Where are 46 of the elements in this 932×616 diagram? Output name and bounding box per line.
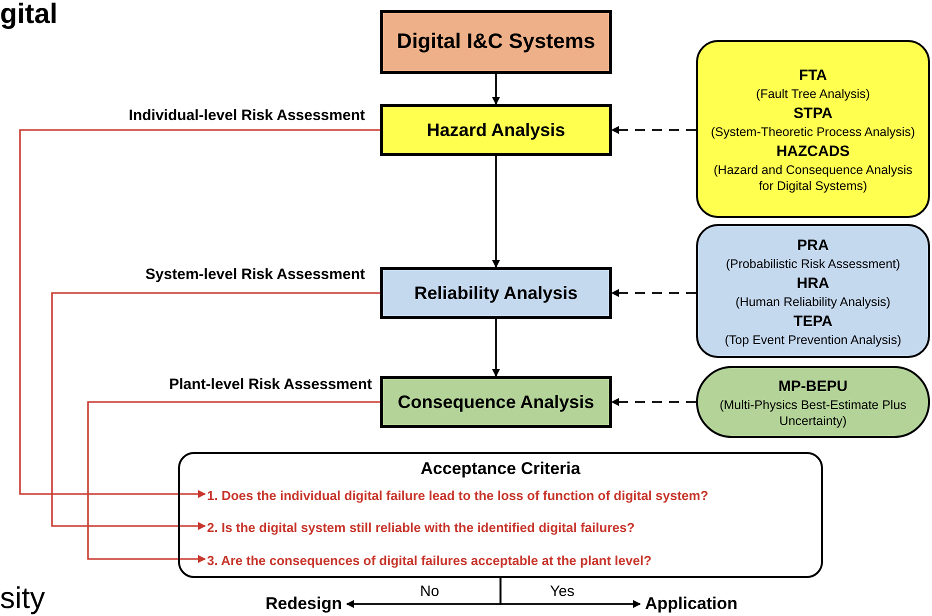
- cut-off-text: sity: [0, 584, 45, 614]
- dashed-arrow: [611, 398, 696, 406]
- level-label: System-level Risk Assessment: [144, 265, 365, 285]
- method-description: (System-Theoretic Process Analysis): [710, 124, 916, 140]
- method-acronym: PRA: [797, 236, 829, 256]
- criterion-question: 1. Does the individual digital failure lead to the loss of function of digital system?: [207, 488, 708, 504]
- method-acronym: HAZCADS: [776, 142, 850, 162]
- arrow: [51, 292, 380, 530]
- box-label: Consequence Analysis: [398, 390, 594, 414]
- dashed-arrow: [611, 289, 696, 297]
- box-heading: Acceptance Criteria: [420, 458, 580, 480]
- method-description: (Top Event Prevention Analysis): [724, 332, 902, 348]
- level-label: Individual-level Risk Assessment: [128, 106, 365, 126]
- box-label: Hazard Analysis: [426, 118, 566, 142]
- arrow: [87, 401, 380, 563]
- process-box: [380, 267, 612, 319]
- method-panel: [696, 40, 930, 218]
- process-box: [380, 376, 612, 428]
- arrow: [492, 319, 500, 377]
- method-panel: [696, 224, 930, 358]
- method-description: (Fault Tree Analysis): [756, 86, 870, 102]
- process-box: [380, 104, 612, 156]
- outcome-label: Redesign: [265, 593, 342, 615]
- criteria-box: [178, 452, 823, 578]
- method-acronym: FTA: [798, 66, 828, 86]
- method-description: (Multi-Physics Best-Estimate Plus Uncertainty): [718, 397, 908, 429]
- method-description: (Hazard and Consequence Analysis for Digital Systems): [712, 162, 914, 194]
- criterion-question: 3. Are the consequences of digital failures acceptable at the plant level?: [207, 552, 652, 570]
- method-description: (Human Reliability Analysis): [736, 294, 890, 310]
- method-acronym: STPA: [794, 104, 832, 124]
- criterion-question: 2. Is the digital system still reliable with the identified digital failures?: [207, 520, 635, 536]
- process-box: [380, 10, 612, 74]
- arrow: [500, 578, 641, 608]
- dashed-arrow: [611, 126, 696, 134]
- method-acronym: HRA: [796, 274, 830, 294]
- cut-off-text: gital: [0, 0, 58, 28]
- method-acronym: MP-BEPU: [778, 377, 848, 397]
- box-label: Reliability Analysis: [414, 282, 578, 304]
- method-acronym: TEPA: [794, 312, 832, 332]
- box-label: Digital I&C Systems: [396, 28, 596, 55]
- arrow: [492, 74, 500, 105]
- level-label: Plant-level Risk Assessment: [168, 375, 372, 395]
- arrow: [492, 156, 500, 268]
- method-description: (Probabilistic Risk Assessment): [726, 256, 900, 272]
- outcome-label: Application: [645, 593, 738, 615]
- arrow: [19, 129, 380, 498]
